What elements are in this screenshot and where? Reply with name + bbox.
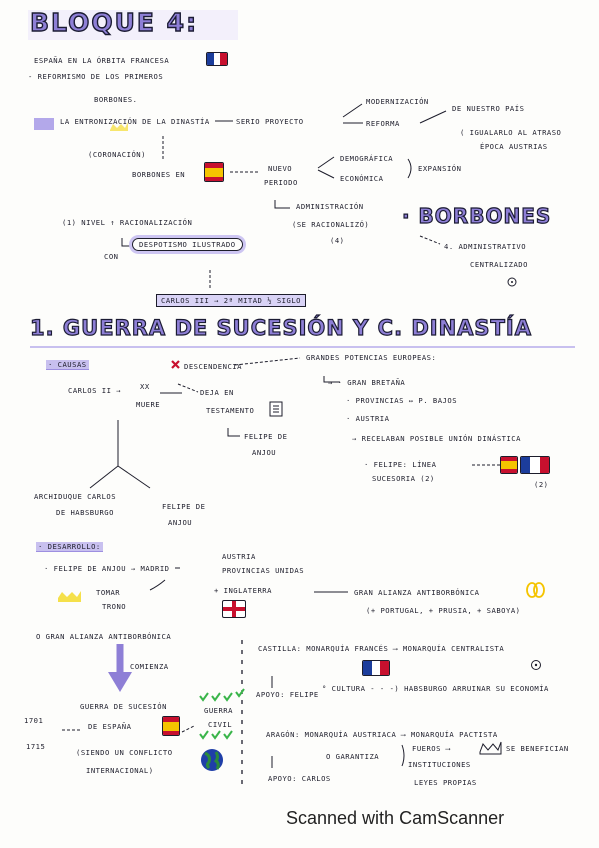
periodo-text: periodo bbox=[264, 178, 298, 187]
despotismo-cloud: despotismo ilustrado bbox=[132, 238, 243, 251]
borbones-heading: · BORBONES bbox=[401, 203, 552, 228]
checkmark-icon bbox=[199, 688, 245, 740]
cultura-text: ° cultura - - -) habsburgo arruinar su e… bbox=[322, 684, 549, 693]
causas-label-text: · Causas bbox=[46, 360, 89, 370]
tomar-text: tomar bbox=[96, 588, 121, 597]
felipe-linea-1: · Felipe: línea bbox=[364, 460, 437, 469]
economica-text: económica bbox=[340, 174, 384, 183]
fueros-text: fueros ⟶ bbox=[412, 744, 451, 753]
racionalizo-text: (se racionalizó) bbox=[292, 220, 370, 229]
demografica-text: demográfica bbox=[340, 154, 394, 163]
guerra-3: (siendo un conflicto bbox=[76, 748, 173, 757]
guerra-2: de España bbox=[88, 722, 132, 731]
intro-line-2: - Reformismo de los primeros bbox=[28, 72, 164, 81]
felipe-de-text: felipe de bbox=[244, 432, 288, 441]
felipe-anjou-2: anjou bbox=[168, 518, 193, 527]
expansion-text: expansión bbox=[418, 164, 462, 173]
carlos-box: carlos III → 2ª mitad ½ siglo bbox=[156, 294, 306, 307]
year-1715: 1715 bbox=[26, 742, 46, 751]
admin-centralizado-1: 4. administrativo bbox=[444, 242, 527, 251]
apoyo-felipe-text: apoyo: felipe bbox=[256, 690, 319, 699]
garantiza-text: o garantiza bbox=[326, 752, 380, 761]
france-flag-icon bbox=[206, 52, 228, 66]
con-text: con bbox=[104, 252, 119, 261]
admin-centralizado-2: centralizado bbox=[470, 260, 528, 269]
intro-line-3: borbones. bbox=[94, 95, 138, 104]
nuestro-pais-text: de nuestro país bbox=[452, 104, 525, 113]
globe-icon bbox=[201, 749, 223, 771]
comienza-text: comienza bbox=[130, 662, 169, 671]
felipe-madrid-text: · Felipe de Anjou → Madrid bbox=[44, 564, 170, 573]
guerra-civil-2: civil bbox=[208, 720, 233, 729]
felipe-linea-2: sucesoria (2) bbox=[372, 474, 435, 483]
france-flag-icon bbox=[520, 456, 550, 474]
england-flag-icon bbox=[222, 600, 246, 618]
year-1701: 1701 bbox=[24, 716, 44, 725]
provincias-unidas-text: provincias unidas bbox=[222, 566, 305, 575]
igualarlo-text: ( igualarlo al atraso bbox=[460, 128, 562, 137]
causas-label: · Causas bbox=[46, 360, 89, 370]
austria-2-text: Austria bbox=[222, 552, 256, 561]
intro-line-1: España en la órbita francesa bbox=[34, 56, 170, 65]
coronacion-text: (coronación) bbox=[88, 150, 146, 159]
instituciones-text: instituciones bbox=[408, 760, 471, 769]
administracion-text: administración bbox=[296, 202, 364, 211]
se-benefician-text: se benefician bbox=[506, 744, 569, 753]
austria-text: · Austria bbox=[346, 414, 390, 423]
muere-text: muere bbox=[136, 400, 161, 409]
apoyo-carlos-text: apoyo: carlos bbox=[268, 774, 331, 783]
guerra-1: guerra de sucesión bbox=[80, 702, 167, 711]
france-flag-icon bbox=[362, 660, 390, 676]
gran-alianza-2: (+ portugal, + prusia, + saboya) bbox=[366, 606, 521, 615]
provincias-text: · Provincias ↔ P. Bajos bbox=[346, 396, 458, 405]
gran-bretana-text: → · Gran Bretaña bbox=[328, 378, 406, 387]
archiduque-1: archiduque carlos bbox=[34, 492, 117, 501]
deja-en-text: deja en bbox=[200, 388, 234, 397]
page-title: BLOQUE 4: bbox=[29, 7, 199, 37]
spain-flag-icon bbox=[162, 716, 180, 736]
borbones-en-text: borbones en bbox=[132, 170, 186, 179]
grandes-potencias-text: grandes potencias europeas: bbox=[306, 353, 437, 362]
section-1-heading: 1. GUERRA DE SUCESIÓN Y C. DINASTÍA bbox=[29, 315, 532, 340]
leyes-text: leyes propias bbox=[414, 778, 477, 787]
trono-text: trono bbox=[102, 602, 127, 611]
gran-alianza-1: gran alianza antiborbónica bbox=[354, 588, 480, 597]
nuevo-text: nuevo bbox=[268, 164, 293, 173]
spain-flag-icon bbox=[204, 162, 224, 182]
spain-flag-icon bbox=[500, 456, 518, 474]
desarrollo-label: · Desarrollo: bbox=[36, 542, 103, 552]
proyecto-text: serio proyecto bbox=[236, 117, 304, 126]
paren-2: (2) bbox=[534, 480, 549, 489]
inglaterra-text: + Inglaterra bbox=[214, 586, 272, 595]
reforma-text: reforma bbox=[366, 119, 400, 128]
nivel-text: (1) nivel ↑ racionalización bbox=[62, 218, 193, 227]
desarrollo-label-text: · Desarrollo: bbox=[36, 542, 103, 552]
crown-icon bbox=[58, 591, 81, 602]
castilla-text: Castilla: monarquía francés ⟶ monarquía … bbox=[258, 644, 505, 653]
descendencia-text: descendencia bbox=[184, 362, 242, 371]
xx-text: xx bbox=[140, 382, 150, 391]
modernizacion-text: modernización bbox=[366, 97, 429, 106]
guerra-4: internacional) bbox=[86, 766, 154, 775]
chain-icon bbox=[526, 582, 545, 598]
archiduque-2: de habsburgo bbox=[56, 508, 114, 517]
scanner-watermark: Scanned with CamScanner bbox=[286, 808, 505, 828]
testamento-text: testamento bbox=[206, 406, 255, 415]
testament-icon bbox=[269, 401, 283, 417]
alianza-anti-text: o gran alianza antiborbónica bbox=[36, 632, 172, 641]
epoca-austrias-text: época austrias bbox=[480, 142, 548, 151]
recelaban-text: → recelaban posible unión dinástica bbox=[352, 434, 521, 443]
paren-4: (4) bbox=[330, 236, 345, 245]
carlos-text: carlos III → 2ª mitad ½ siglo bbox=[156, 294, 306, 307]
anjou-text: anjou bbox=[252, 448, 277, 457]
felipe-anjou-1: felipe de bbox=[162, 502, 206, 511]
aragon-text: Aragón: monarquía austriaca ⟶ monarquía … bbox=[266, 730, 498, 739]
guerra-civil-1: guerra bbox=[204, 706, 233, 715]
entronizacion-text: La entronización de la dinastía bbox=[60, 117, 210, 126]
carlos-ii-text: Carlos II → bbox=[68, 386, 122, 395]
